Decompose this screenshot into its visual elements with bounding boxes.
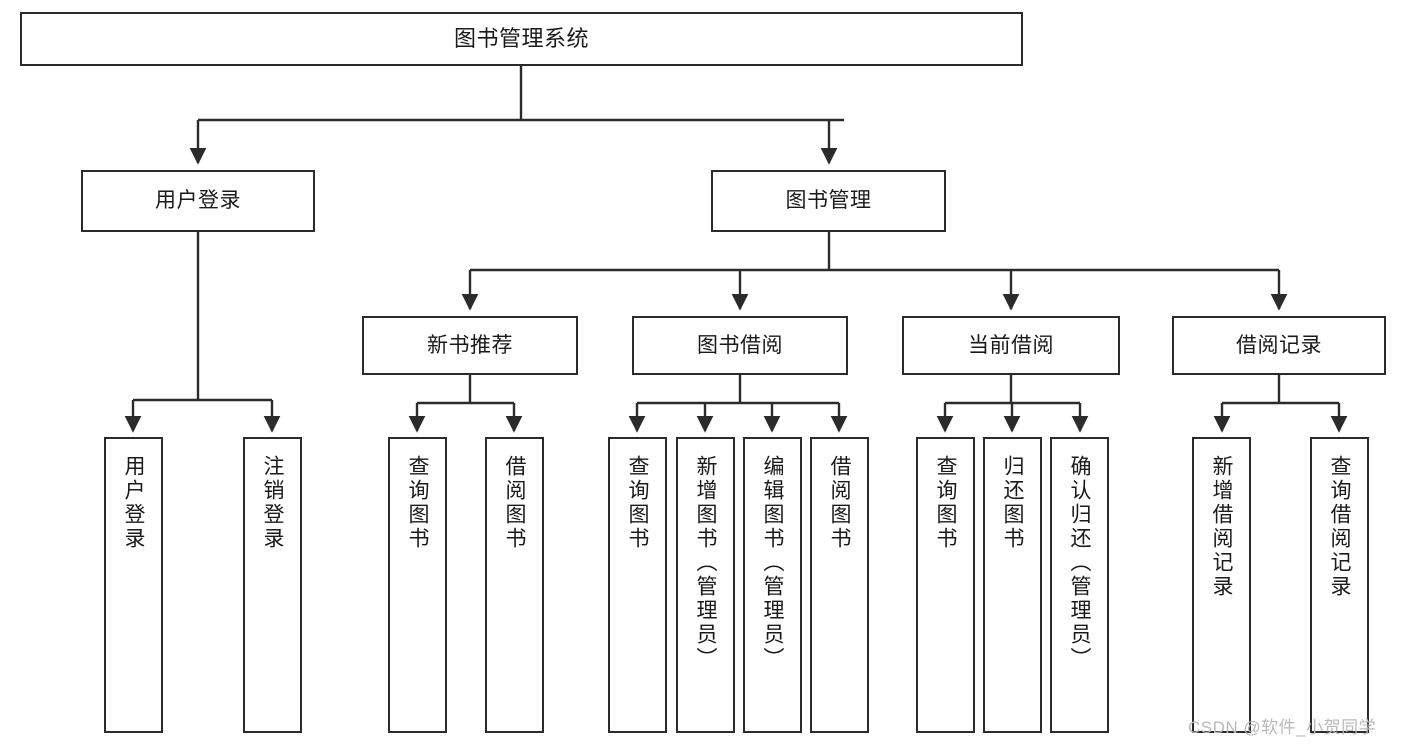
node-new-book-recommend[interactable]: 新书推荐: [362, 316, 578, 375]
node-label: 查询借阅记录: [1328, 455, 1351, 599]
node-user-login[interactable]: 用户登录: [81, 170, 315, 232]
leaf-new-book-query[interactable]: 查询图书: [388, 437, 447, 733]
node-label: 查询图书: [626, 455, 649, 551]
leaf-borrow-borrow-book[interactable]: 借阅图书: [810, 437, 869, 733]
leaf-new-book-borrow[interactable]: 借阅图书: [485, 437, 544, 733]
leaf-current-confirm-return-admin[interactable]: 确认归还（管理员）: [1050, 437, 1109, 733]
node-root-system[interactable]: 图书管理系统: [20, 12, 1023, 66]
leaf-user-login-signin[interactable]: 用户登录: [104, 437, 163, 733]
node-label: 新增借阅记录: [1210, 455, 1233, 599]
node-label: 编辑图书（管理员）: [761, 455, 784, 671]
node-label: 图书管理: [785, 189, 872, 213]
watermark-text: CSDN @软件_小贺同学: [1188, 718, 1377, 737]
leaf-record-add-record[interactable]: 新增借阅记录: [1192, 437, 1251, 733]
node-label: 用户登录: [155, 189, 241, 213]
leaf-user-login-signout[interactable]: 注销登录: [243, 437, 302, 733]
node-borrow-record[interactable]: 借阅记录: [1172, 316, 1386, 375]
node-book-management[interactable]: 图书管理: [711, 170, 946, 232]
node-current-borrow[interactable]: 当前借阅: [902, 316, 1120, 375]
leaf-current-return-book[interactable]: 归还图书: [983, 437, 1042, 733]
node-label: 当前借阅: [968, 333, 1054, 357]
node-label: 归还图书: [1001, 455, 1024, 551]
node-label: 新书推荐: [427, 333, 513, 357]
node-label: 用户登录: [122, 455, 145, 551]
leaf-borrow-query-book[interactable]: 查询图书: [608, 437, 667, 733]
leaf-borrow-edit-book-admin[interactable]: 编辑图书（管理员）: [743, 437, 802, 733]
node-label: 确认归还（管理员）: [1068, 455, 1091, 671]
node-label: 新增图书（管理员）: [694, 455, 717, 671]
leaf-current-query-book[interactable]: 查询图书: [916, 437, 975, 733]
leaf-borrow-add-book-admin[interactable]: 新增图书（管理员）: [676, 437, 735, 733]
node-label: 图书借阅: [697, 333, 783, 357]
node-label: 借阅图书: [828, 455, 851, 551]
node-label: 借阅记录: [1236, 333, 1322, 357]
node-label: 图书管理系统: [453, 25, 589, 51]
node-label: 查询图书: [406, 455, 429, 551]
leaf-record-query-record[interactable]: 查询借阅记录: [1310, 437, 1369, 733]
node-label: 注销登录: [261, 455, 284, 551]
node-book-borrow[interactable]: 图书借阅: [632, 316, 848, 375]
node-label: 查询图书: [934, 455, 957, 551]
node-label: 借阅图书: [503, 455, 526, 551]
